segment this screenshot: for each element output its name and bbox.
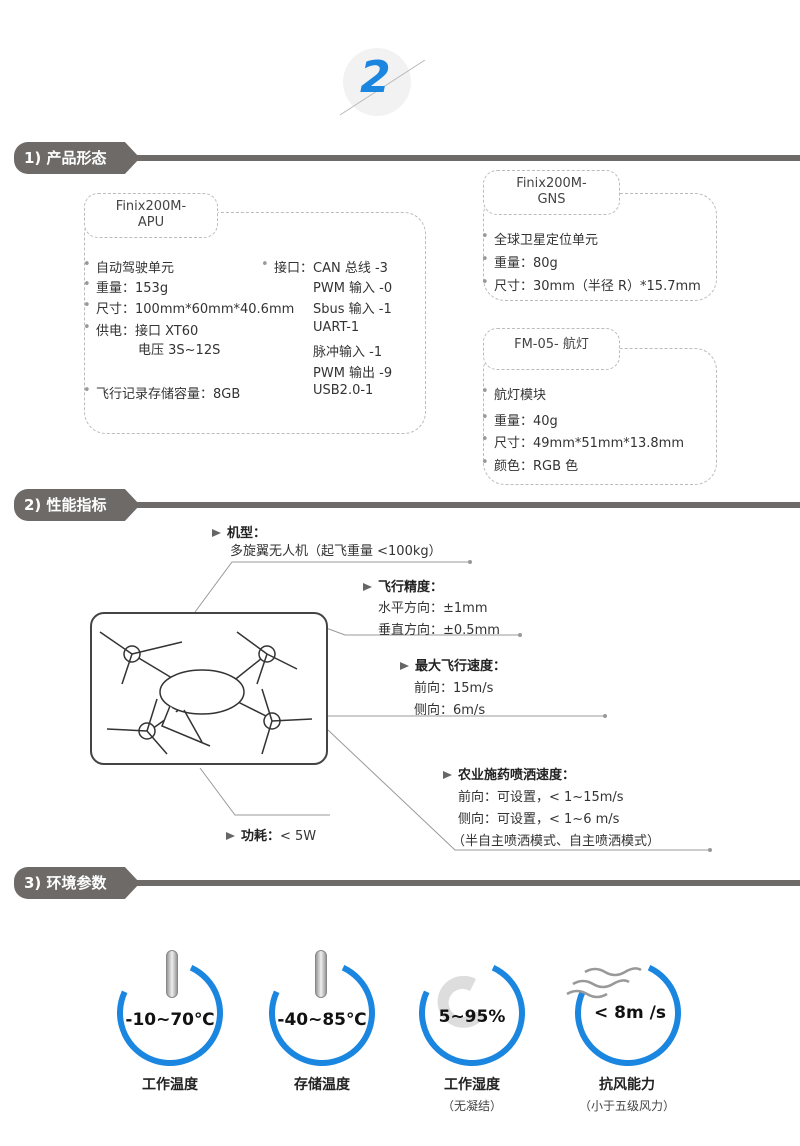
section-number: 2: [360, 52, 391, 103]
env-label: 抗风能力: [599, 1077, 655, 1093]
apu-interface: 接口：CAN 总线 -3: [261, 257, 388, 276]
env-sublabel: （小于五级风力）: [578, 1099, 675, 1113]
gns-title: Finix200M- GNS: [483, 170, 620, 215]
perf-accuracy-text: 水平方向：±1mm: [378, 601, 488, 616]
thermometer-icon: [315, 950, 327, 998]
nav-light-title: FM-05- 航灯: [483, 328, 620, 370]
perf-spray-text: （半自主喷洒模式、自主喷洒模式）: [452, 834, 661, 849]
env-sublabel: （无凝结）: [441, 1099, 502, 1113]
perf-accuracy-text: 垂直方向：±0.5mm: [378, 623, 500, 638]
thermometer-icon: [166, 950, 178, 998]
section-divider: [136, 502, 800, 508]
apu-interface: PWM 输入 -0: [313, 281, 393, 296]
diagonal-line: [340, 60, 426, 116]
perf-power-heading: 功耗：: [226, 829, 280, 844]
gns-item: 全球卫星定位单元: [481, 229, 598, 248]
gns-item: 尺寸：30mm（半径 R）*15.7mm: [481, 275, 701, 294]
apu-item: 供电：接口 XT60: [83, 320, 198, 339]
perf-spray-text: 侧向：可设置，< 1~6 m/s: [458, 812, 620, 827]
light-item: 尺寸：49mm*51mm*13.8mm: [481, 432, 684, 451]
env-label: 存储温度: [294, 1077, 350, 1093]
section-divider: [136, 880, 800, 886]
light-item: 重量：40g: [481, 410, 558, 429]
section-header-performance: 2) 性能指标: [14, 489, 140, 521]
apu-interface: Sbus 输入 -1: [313, 302, 392, 317]
callout-lines: [194, 560, 712, 852]
perf-spray-heading: 农业施药喷洒速度：: [443, 764, 575, 783]
perf-model-heading: 机型：: [212, 522, 266, 541]
apu-item: 重量：153g: [83, 277, 168, 296]
perf-speed-text: 侧向：6m/s: [414, 703, 486, 718]
env-value: 5~95%: [438, 1007, 506, 1027]
section-header-product-form: 1) 产品形态: [14, 142, 140, 174]
apu-item: 尺寸：100mm*60mm*40.6mm: [83, 298, 294, 317]
env-label: 工作温度: [142, 1077, 198, 1093]
env-value: < 8m /s: [594, 1003, 666, 1023]
drone-image: [90, 612, 328, 765]
perf-speed-text: 前向：15m/s: [414, 681, 494, 696]
apu-title: Finix200M- APU: [84, 193, 218, 238]
gns-item: 重量：80g: [481, 252, 558, 271]
perf-spray-text: 前向：可设置，< 1~15m/s: [458, 790, 624, 805]
badge-circle: [343, 48, 411, 116]
perf-accuracy-heading: 飞行精度：: [363, 576, 443, 595]
apu-item: 自动驾驶单元: [83, 257, 174, 276]
perf-power-text: < 5W: [280, 829, 317, 844]
drone-icon: [99, 631, 313, 755]
section-header-environment: 3) 环境参数: [14, 867, 140, 899]
env-value: -10~70℃: [125, 1010, 215, 1030]
apu-interface: PWM 输出 -9: [313, 366, 393, 381]
humidity-gauge-icon: [437, 975, 486, 1028]
light-item: 航灯模块: [481, 384, 546, 403]
wind-icon: [566, 967, 642, 999]
perf-model-text: 多旋翼无人机（起飞重量 <100kg）: [230, 544, 442, 559]
apu-item: 飞行记录存储容量：8GB: [83, 383, 240, 402]
apu-item: 电压 3S~12S: [138, 343, 221, 358]
light-item: 颜色：RGB 色: [481, 455, 578, 474]
perf-speed-heading: 最大飞行速度：: [400, 655, 506, 674]
perf-power: 功耗：< 5W: [226, 825, 316, 844]
env-label: 工作湿度: [444, 1077, 500, 1093]
env-value: -40~85℃: [277, 1010, 367, 1030]
apu-interface: USB2.0-1: [313, 383, 374, 398]
apu-interface: UART-1: [313, 320, 360, 335]
apu-interface: 脉冲输入 -1: [313, 345, 383, 360]
section-divider: [136, 155, 800, 161]
